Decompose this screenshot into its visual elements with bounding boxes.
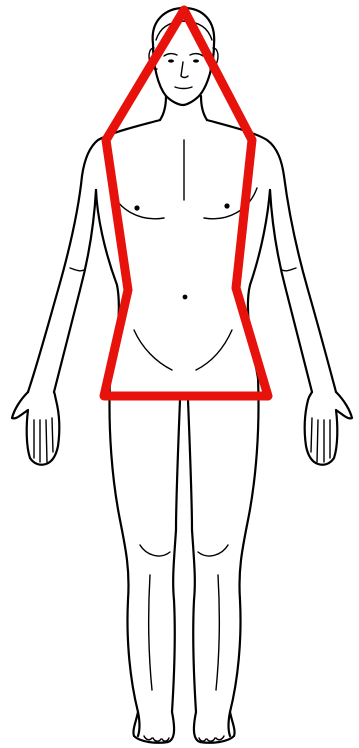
left-elbow-crease (70, 268, 84, 271)
right-finger-4 (311, 418, 312, 452)
left-nipple (134, 205, 139, 210)
left-arm (28, 176, 96, 392)
right-leg-inner (188, 400, 196, 712)
right-groin-line (196, 330, 232, 370)
left-toes (144, 736, 169, 741)
right-eyebrow (190, 54, 203, 56)
right-nipple (224, 203, 229, 208)
left-groin-line (134, 330, 172, 370)
left-arm-outer (28, 176, 82, 392)
right-eye (193, 59, 199, 62)
left-shin (149, 575, 152, 690)
neck-right (201, 96, 207, 120)
right-toes (199, 736, 224, 741)
left-eye (168, 59, 174, 62)
right-arm (270, 176, 336, 392)
right-hand (305, 392, 352, 465)
left-knee (140, 545, 170, 556)
left-eyebrow (164, 54, 177, 56)
mouth (175, 87, 192, 89)
nose (181, 62, 188, 78)
left-shoulder (82, 120, 160, 176)
navel (183, 295, 188, 300)
left-leg (109, 378, 180, 736)
left-finger-4 (52, 418, 53, 452)
right-arm-outer (284, 176, 336, 392)
right-knee (198, 545, 228, 556)
right-leg-outer (229, 378, 259, 736)
left-leg-outer (109, 378, 139, 736)
right-elbow-crease (282, 268, 296, 271)
left-leg-inner (172, 400, 180, 712)
right-shin (216, 575, 219, 690)
body-shape-overlay (104, 10, 268, 396)
right-finger-3 (317, 420, 318, 462)
left-hand (12, 392, 59, 465)
neck-left (160, 96, 166, 120)
right-leg (188, 378, 259, 736)
left-finger-3 (46, 420, 47, 462)
